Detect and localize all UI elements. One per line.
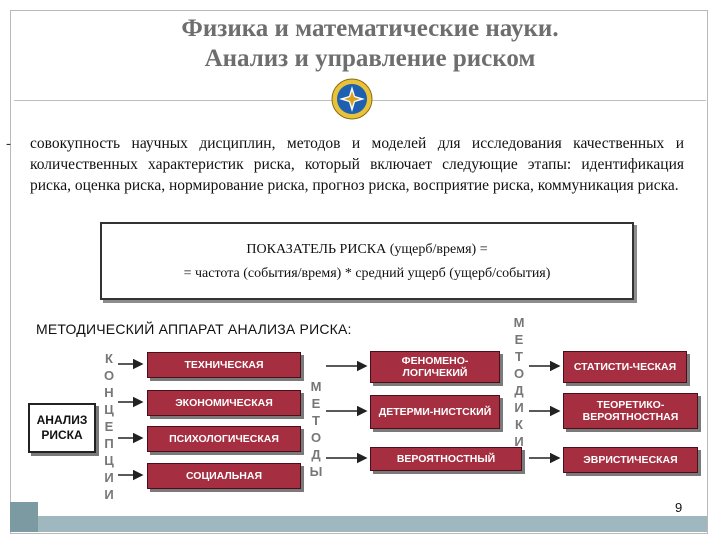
concepts-letter: И: [104, 470, 114, 485]
concepts-letter: Н: [104, 385, 114, 400]
concept-psychological-box: ПСИХОЛОГИЧЕСКАЯ: [147, 426, 301, 452]
analysis-risk-box: АНАЛИЗ РИСКА: [28, 403, 96, 453]
title-line-2: Анализ и управление риском: [204, 45, 536, 72]
methods-letter: О: [310, 430, 322, 445]
method-probabilistic-box: ВЕРОЯТНОСТНЫЙ: [370, 447, 522, 471]
method-deterministic-box: ДЕТЕРМИ-НИСТСКИЙ: [370, 395, 500, 429]
slide-title: Физика и математические науки. Анализ и …: [110, 14, 630, 74]
concept-social-box: СОЦИАЛЬНАЯ: [147, 463, 301, 489]
concepts-vertical-label: К О Н Ц Е П Ц И И: [100, 350, 118, 503]
formula-line-2: = частота (события/время) * средний ущер…: [183, 266, 551, 281]
methodics-letter: М: [513, 315, 525, 330]
formula-line-1: ПОКАЗАТЕЛЬ РИСКА (ущерб/время) =: [246, 242, 488, 257]
concepts-letter: К: [105, 351, 113, 366]
methods-letter: Д: [311, 447, 321, 462]
method-phenomenological-box: ФЕНОМЕНО-ЛОГИЧЕКИЙ: [370, 351, 500, 383]
methodics-letter: Е: [514, 332, 524, 347]
methodics-letter: Д: [514, 383, 524, 398]
slide-frame: [10, 10, 708, 534]
methods-letter: Ы: [309, 464, 323, 479]
methodics-letter: К: [515, 417, 523, 432]
methodics-letter: И: [514, 400, 524, 415]
methods-letter: Т: [312, 413, 320, 428]
method-title: МЕТОДИЧЕСКИЙ АППАРАТ АНАЛИЗА РИСКА:: [36, 321, 352, 337]
concept-technical-box: ТЕХНИЧЕСКАЯ: [147, 352, 301, 378]
concepts-letter: Ц: [104, 402, 114, 417]
concepts-letter: О: [103, 368, 115, 383]
methodic-statistical-box: СТАТИСТИ-ЧЕСКАЯ: [563, 351, 687, 383]
methods-letter: Е: [311, 396, 321, 411]
concept-economic-box: ЭКОНОМИЧЕСКАЯ: [147, 390, 301, 416]
page-number: 9: [675, 500, 683, 515]
concepts-letter: Ц: [104, 453, 114, 468]
methods-vertical-label: М Е Т О Д Ы: [307, 378, 325, 480]
methodic-heuristic-box: ЭВРИСТИЧЕСКАЯ: [563, 447, 698, 473]
definition-text: совокупность научных дисциплин, методов …: [30, 135, 684, 194]
methodics-letter: Т: [515, 349, 523, 364]
title-line-1: Физика и математические науки.: [181, 15, 559, 42]
concepts-letter: И: [104, 487, 114, 502]
bottom-accent-bar: [38, 516, 707, 532]
methodics-letter: О: [513, 366, 525, 381]
definition-dash: -: [6, 136, 11, 152]
corner-accent: [10, 502, 38, 532]
methods-letter: М: [310, 379, 322, 394]
risk-formula-box: ПОКАЗАТЕЛЬ РИСКА (ущерб/время) = = часто…: [100, 222, 634, 300]
concepts-letter: П: [104, 436, 114, 451]
methodics-letter: И: [514, 434, 524, 449]
methodics-vertical-label: М Е Т О Д И К И: [510, 314, 528, 450]
concepts-letter: Е: [104, 419, 114, 434]
emergency-emblem-icon: [331, 78, 373, 120]
methodic-probability-theory-box: ТЕОРЕТИКО-ВЕРОЯТНОСТНАЯ: [563, 393, 698, 429]
